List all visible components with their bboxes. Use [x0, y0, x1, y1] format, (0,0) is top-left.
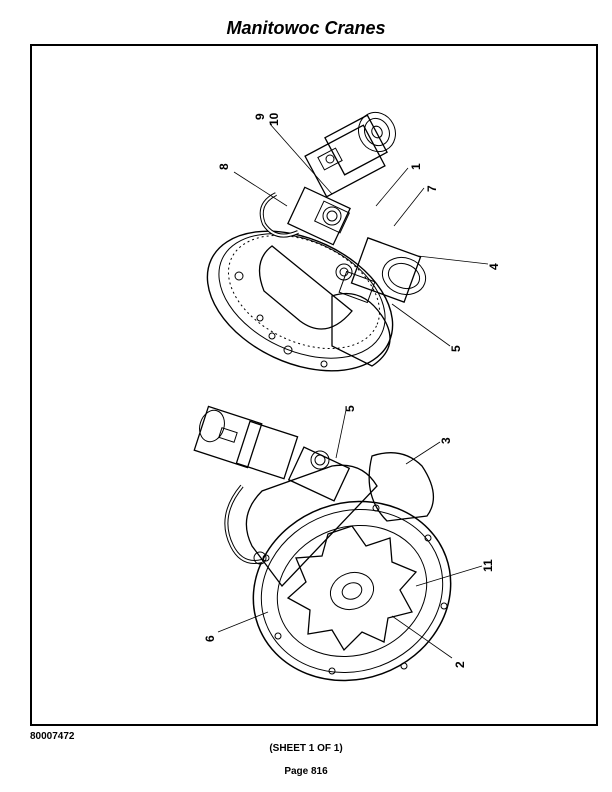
- parts-illustration: 9 10 8 1 7 4 5 5 3 11 6 2: [193, 111, 501, 682]
- callout-3: 3: [439, 437, 453, 444]
- top-assembly-drawing: [206, 111, 427, 372]
- leader-lines: [217, 123, 489, 659]
- bottom-assembly-drawing: [193, 405, 452, 682]
- page-number: Page 816: [284, 766, 328, 777]
- callout-7: 7: [425, 185, 439, 192]
- callout-11: 11: [481, 559, 495, 572]
- sheet-label: (SHEET 1 OF 1): [269, 743, 343, 754]
- callout-5-bottom: 5: [343, 405, 357, 412]
- callout-labels: 9 10 8 1 7 4 5 5 3 11 6 2: [203, 112, 501, 668]
- callout-10: 10: [267, 112, 281, 126]
- callout-6: 6: [203, 635, 217, 642]
- page-title: Manitowoc Cranes: [226, 18, 386, 38]
- drawing-frame: 9 10 8 1 7 4 5 5 3 11 6 2: [30, 44, 598, 726]
- callout-5-top: 5: [449, 345, 463, 352]
- callout-8: 8: [217, 163, 231, 170]
- callout-1: 1: [409, 163, 423, 170]
- drawing-number: 80007472: [30, 731, 75, 742]
- callout-9: 9: [253, 113, 267, 120]
- callout-2: 2: [453, 661, 467, 668]
- callout-4: 4: [487, 263, 501, 270]
